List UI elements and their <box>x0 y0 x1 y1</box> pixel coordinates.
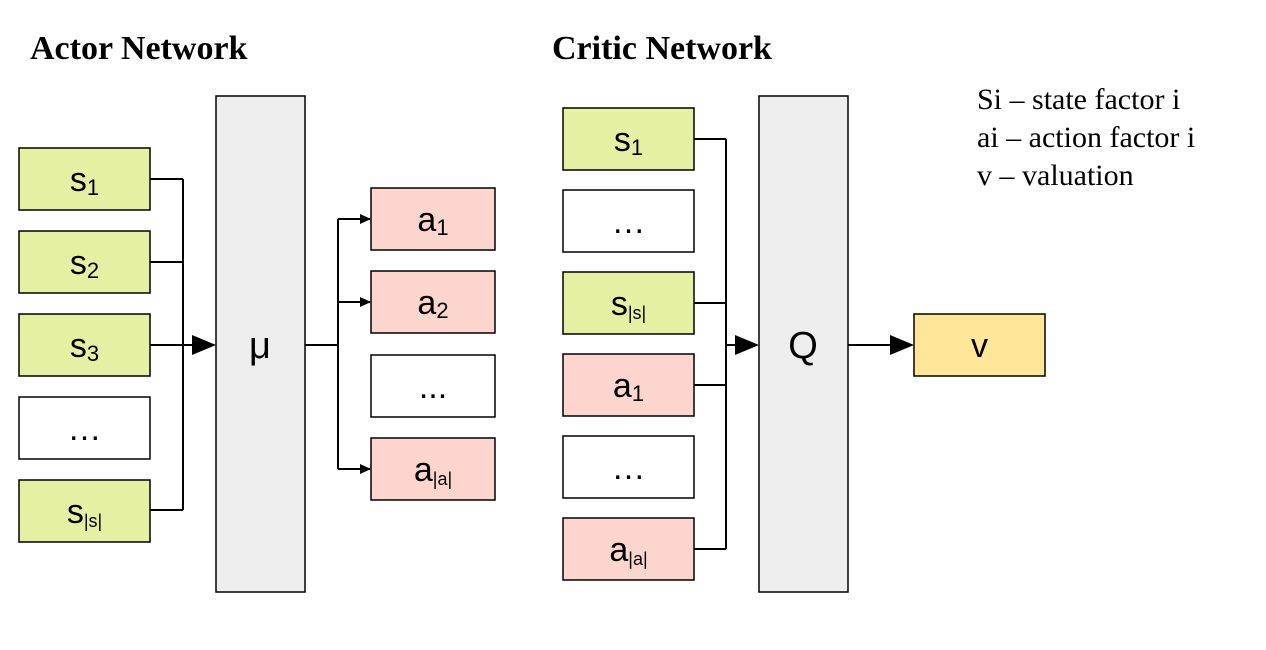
critic-input-node: a1 <box>562 353 695 417</box>
critic-input-node: … <box>562 435 695 499</box>
actor-input-node: … <box>18 396 151 460</box>
critic-input-connectors <box>693 138 759 550</box>
actor-network-title: Actor Network <box>30 30 248 67</box>
legend: Si – state factor i ai – action factor i… <box>977 83 1195 192</box>
actor-input-node-label: s3 <box>70 327 99 366</box>
actor-layer-label: μ <box>249 325 271 367</box>
actor-output-node: a|a| <box>370 437 496 501</box>
legend-valuation: v – valuation <box>977 159 1134 192</box>
critic-input-node-label: a|a| <box>609 531 647 569</box>
actor-input-node-label: s1 <box>70 161 99 200</box>
actor-mu-layer: μ <box>215 95 306 593</box>
actor-output-node-label: a2 <box>417 284 448 323</box>
critic-output-node-label: v <box>971 327 988 365</box>
critic-input-node: s|s| <box>562 271 695 335</box>
legend-action: ai – action factor i <box>977 121 1195 154</box>
actor-input-node: s2 <box>18 230 151 294</box>
actor-output-node: ... <box>370 354 496 418</box>
critic-input-node: s1 <box>562 107 695 171</box>
actor-input-node: s|s| <box>18 479 151 543</box>
actor-output-node-label: ... <box>419 368 447 406</box>
actor-output-node-label: a|a| <box>414 451 452 489</box>
critic-input-node-label: s1 <box>614 121 643 160</box>
actor-input-node-label: s2 <box>70 244 99 283</box>
critic-input-node: a|a| <box>562 517 695 581</box>
critic-input-node-label: … <box>612 203 646 241</box>
actor-input-connectors <box>150 178 216 511</box>
critic-input-node-label: … <box>612 449 646 487</box>
actor-input-node-label: … <box>68 410 102 448</box>
critic-input-node-label: a1 <box>613 367 644 406</box>
legend-state: Si – state factor i <box>977 83 1180 116</box>
critic-output-node: v <box>913 313 1046 377</box>
actor-output-connectors <box>305 214 371 474</box>
actor-input-node: s1 <box>18 147 151 211</box>
actor-output-node: a2 <box>370 270 496 334</box>
actor-output-node: a1 <box>370 187 496 251</box>
critic-q-layer: Q <box>758 95 849 593</box>
actor-input-node: s3 <box>18 313 151 377</box>
critic-input-node: … <box>562 189 695 253</box>
critic-network-title: Critic Network <box>552 30 772 67</box>
critic-layer-label: Q <box>788 325 818 367</box>
actor-input-node-label: s|s| <box>67 493 102 531</box>
actor-output-node-label: a1 <box>417 201 448 240</box>
critic-input-node-label: s|s| <box>611 285 646 323</box>
